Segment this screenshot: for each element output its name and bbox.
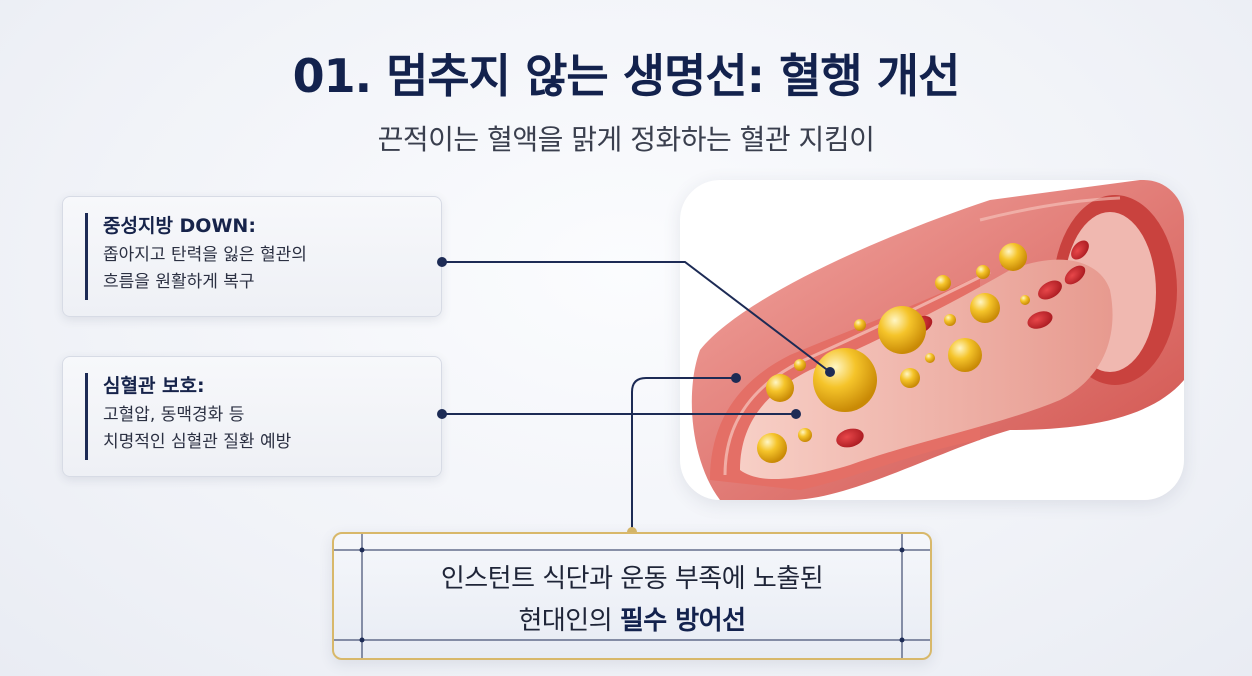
card-title: 중성지방 DOWN:	[103, 215, 256, 237]
info-card-triglyceride: 중성지방 DOWN: 좁아지고 탄력을 잃은 혈관의 흐름을 원활하게 복구	[62, 196, 442, 317]
callout-line-2: 현대인의 필수 방어선	[334, 600, 930, 642]
callout-emphasis: 필수 방어선	[619, 606, 746, 636]
callout-text: 인스턴트 식단과 운동 부족에 노출된 현대인의 필수 방어선	[334, 558, 930, 642]
card-text-line: 좁아지고 탄력을 잃은 혈관의	[103, 245, 307, 265]
callout-line-1: 인스턴트 식단과 운동 부족에 노출된	[440, 564, 824, 594]
blood-vessel-cross-section	[691, 180, 1184, 500]
blood-vessel-illustration	[680, 180, 1184, 500]
card-text-line: 고혈압, 동맥경화 등	[103, 405, 245, 425]
callout-frame-lines	[334, 534, 930, 658]
info-card-cardiovascular: 심혈관 보호: 고혈압, 동맥경화 등 치명적인 심혈관 질환 예방	[62, 356, 442, 477]
card-title: 심혈관 보호:	[103, 375, 205, 397]
card-text-line: 치명적인 심혈관 질환 예방	[103, 432, 292, 452]
page-title: 01. 멈추지 않는 생명선: 혈행 개선	[292, 49, 961, 103]
callout-line-2-prefix: 현대인의	[518, 606, 620, 636]
callout-box: 인스턴트 식단과 운동 부족에 노출된 현대인의 필수 방어선	[332, 532, 932, 660]
page-subtitle: 끈적이는 혈액을 맑게 정화하는 혈관 지킴이	[377, 123, 875, 156]
card-text-line: 흐름을 원활하게 복구	[103, 272, 255, 292]
